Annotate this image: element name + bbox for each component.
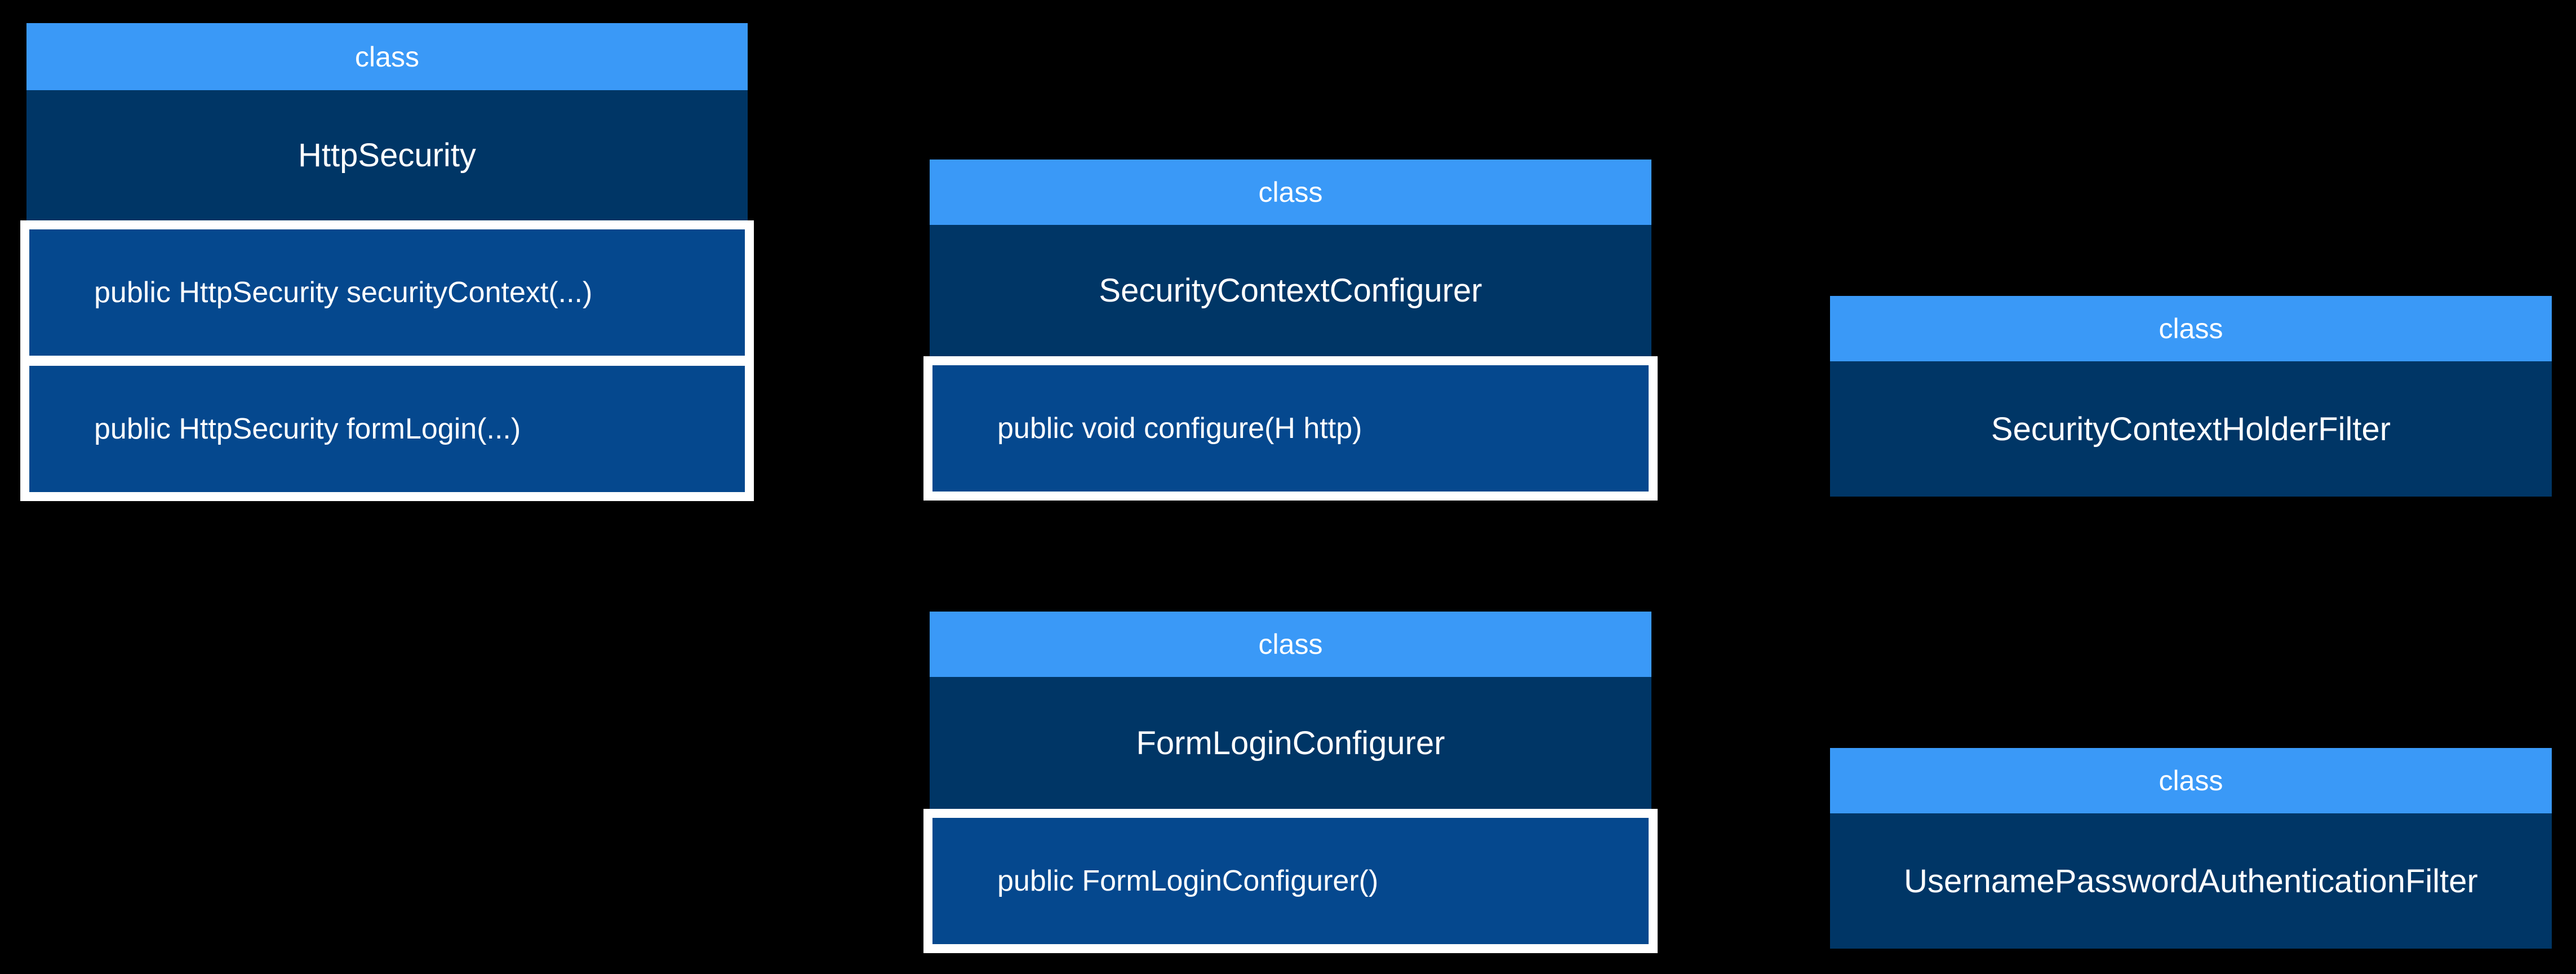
class-name: SecurityContextHolderFilter [1830,361,2552,497]
class-stereotype-header: class [26,23,748,90]
class-stereotype-header: class [1830,296,2552,361]
class-box-usernamepasswordauthenticationfilter: class UsernamePasswordAuthenticationFilt… [1830,748,2552,949]
class-stereotype-header: class [930,160,1651,225]
class-name: HttpSecurity [26,90,748,220]
method-row: public FormLoginConfigurer() [932,818,1649,944]
method-row: public void configure(H http) [932,365,1649,492]
method-row: public HttpSecurity formLogin(...) [29,366,745,492]
method-row: public HttpSecurity securityContext(...) [29,229,745,356]
class-name: UsernamePasswordAuthenticationFilter [1830,813,2552,949]
methods-group: public HttpSecurity securityContext(...)… [20,220,754,501]
class-name: SecurityContextConfigurer [930,225,1651,356]
class-box-formloginconfigurer: class FormLoginConfigurer public FormLog… [923,612,1658,953]
class-box-securitycontextconfigurer: class SecurityContextConfigurer public v… [923,160,1658,501]
methods-group: public FormLoginConfigurer() [923,809,1658,953]
class-stereotype-header: class [930,612,1651,677]
methods-group: public void configure(H http) [923,356,1658,501]
class-box-httpsecurity: class HttpSecurity public HttpSecurity s… [20,23,754,501]
class-stereotype-header: class [1830,748,2552,813]
class-name: FormLoginConfigurer [930,677,1651,809]
class-box-securitycontextholderfilter: class SecurityContextHolderFilter [1830,296,2552,497]
